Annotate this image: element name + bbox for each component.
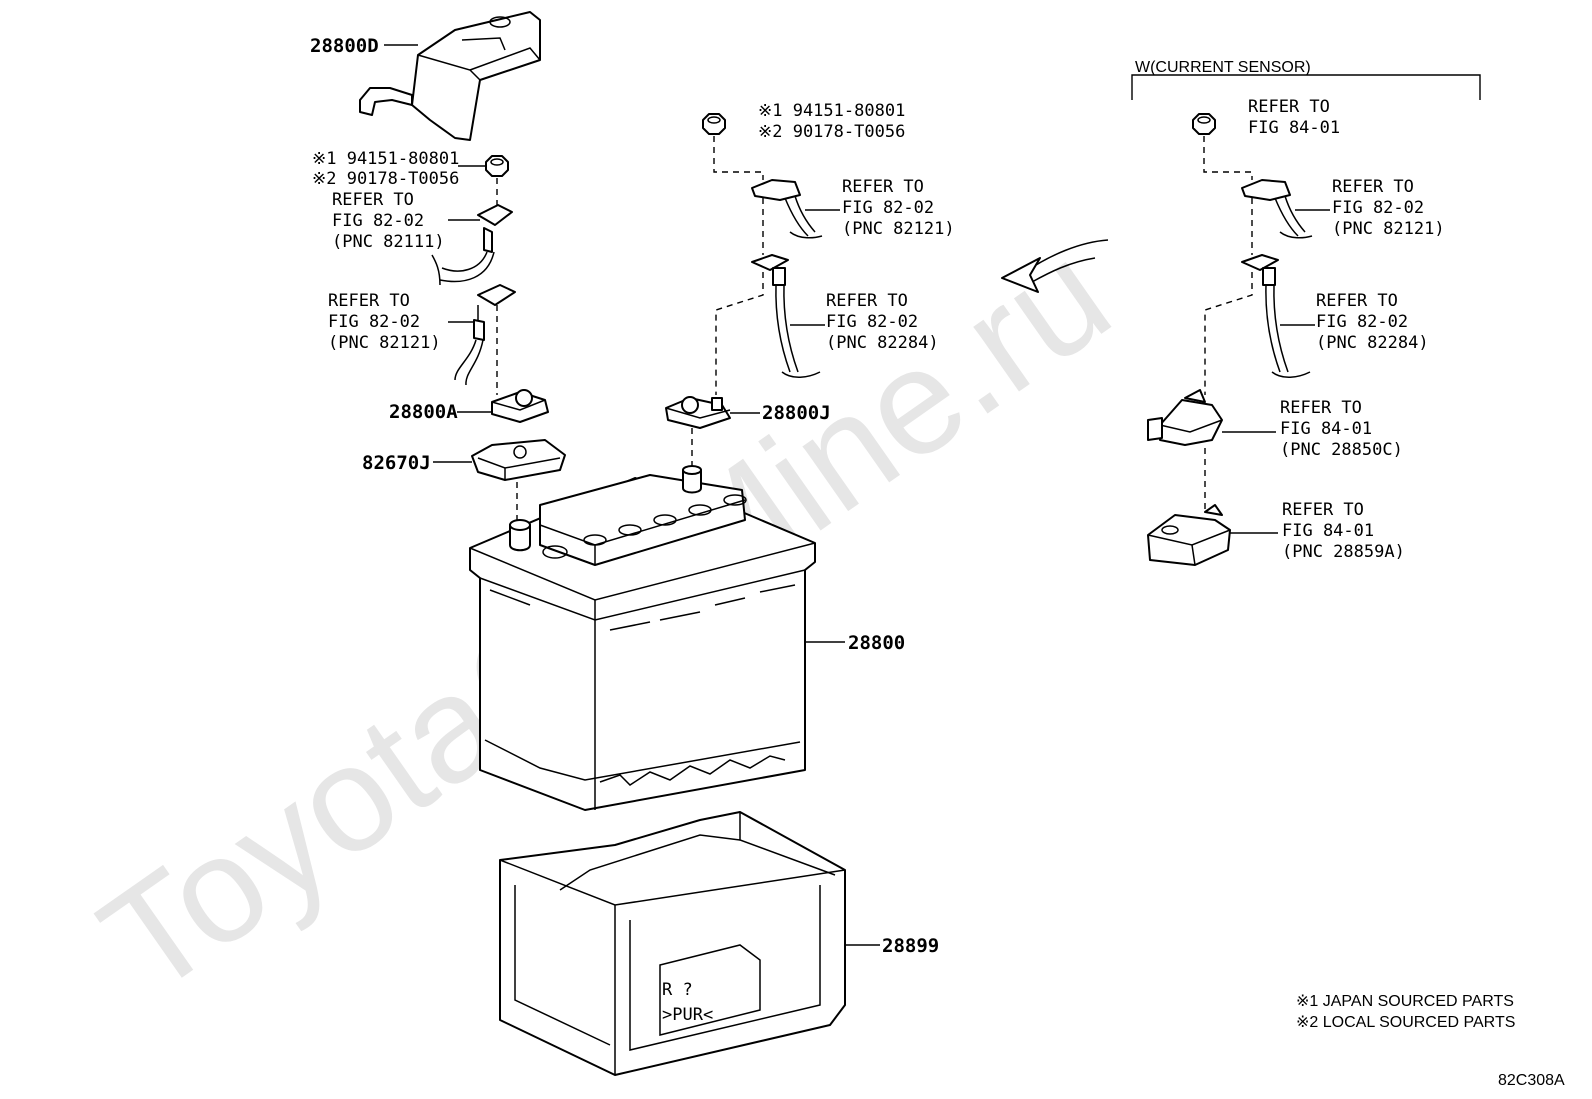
svg-text:(PNC 28859A): (PNC 28859A) bbox=[1282, 542, 1405, 562]
note-local-sourced: ※2 LOCAL SOURCED PARTS bbox=[1296, 1014, 1515, 1031]
left-nut-part-2: ※2 90178-T0056 bbox=[312, 169, 459, 189]
svg-text:FIG 84-01: FIG 84-01 bbox=[1248, 118, 1340, 138]
svg-text:REFER TO: REFER TO bbox=[1316, 291, 1398, 311]
ref-right-nut[interactable]: REFER TO FIG 84-01 bbox=[1248, 97, 1340, 138]
part-number-28800D[interactable]: 28800D bbox=[310, 35, 379, 57]
ref-right-28859A[interactable]: REFER TO FIG 84-01 (PNC 28859A) bbox=[1282, 500, 1405, 562]
svg-text:FIG 82-02: FIG 82-02 bbox=[826, 312, 918, 332]
current-sensor-group-bracket bbox=[1131, 74, 1481, 100]
cable-82121-right bbox=[1241, 179, 1313, 239]
ref-mid-82121[interactable]: REFER TO FIG 82-02 (PNC 82121) bbox=[842, 177, 955, 239]
svg-text:REFER TO: REFER TO bbox=[332, 190, 414, 210]
nut-right[interactable] bbox=[1192, 113, 1216, 135]
svg-text:FIG 82-02: FIG 82-02 bbox=[332, 211, 424, 231]
svg-text:(PNC 28850C): (PNC 28850C) bbox=[1280, 440, 1403, 460]
battery-28800[interactable] bbox=[469, 465, 816, 811]
nut-mid[interactable] bbox=[702, 113, 726, 135]
cable-82121-left bbox=[454, 284, 516, 386]
arrow-icon bbox=[1001, 239, 1109, 293]
ref-mid-82284[interactable]: REFER TO FIG 82-02 (PNC 82284) bbox=[826, 291, 939, 353]
svg-text:REFER TO: REFER TO bbox=[1332, 177, 1414, 197]
ref-left-82121[interactable]: REFER TO FIG 82-02 (PNC 82121) bbox=[328, 291, 441, 353]
svg-text:REFER TO: REFER TO bbox=[842, 177, 924, 197]
holder-82670J[interactable] bbox=[471, 439, 566, 481]
svg-text:(PNC 82111): (PNC 82111) bbox=[332, 232, 445, 252]
tray-marking-line1: R ? bbox=[662, 980, 693, 1000]
ref-right-82121[interactable]: REFER TO FIG 82-02 (PNC 82121) bbox=[1332, 177, 1445, 239]
part-number-28800J[interactable]: 28800J bbox=[762, 402, 831, 424]
mid-nut-part-1: ※1 94151-80801 bbox=[758, 101, 905, 121]
left-nut-part-1: ※1 94151-80801 bbox=[312, 149, 459, 169]
note-japan-sourced: ※1 JAPAN SOURCED PARTS bbox=[1296, 993, 1514, 1010]
group-label: W(CURRENT SENSOR) bbox=[1135, 59, 1311, 76]
svg-text:(PNC 82121): (PNC 82121) bbox=[328, 333, 441, 353]
ref-left-82111[interactable]: REFER TO FIG 82-02 (PNC 82111) bbox=[332, 190, 445, 252]
svg-text:(PNC 82284): (PNC 82284) bbox=[826, 333, 939, 353]
terminal-cover-28800D[interactable] bbox=[359, 11, 541, 141]
sensor-bracket-28859A bbox=[1147, 504, 1231, 566]
svg-text:REFER TO: REFER TO bbox=[328, 291, 410, 311]
svg-text:REFER TO: REFER TO bbox=[1280, 398, 1362, 418]
svg-text:REFER TO: REFER TO bbox=[1282, 500, 1364, 520]
part-number-82670J[interactable]: 82670J bbox=[362, 452, 431, 474]
svg-text:(PNC 82121): (PNC 82121) bbox=[842, 219, 955, 239]
terminal-28800J[interactable] bbox=[665, 396, 731, 429]
part-number-28899[interactable]: 28899 bbox=[882, 935, 939, 957]
svg-text:REFER TO: REFER TO bbox=[1248, 97, 1330, 117]
part-number-28800[interactable]: 28800 bbox=[848, 632, 905, 654]
ref-right-82284[interactable]: REFER TO FIG 82-02 (PNC 82284) bbox=[1316, 291, 1429, 353]
mid-nut-part-2: ※2 90178-T0056 bbox=[758, 122, 905, 142]
cable-82284-mid bbox=[751, 254, 821, 378]
svg-text:FIG 82-02: FIG 82-02 bbox=[842, 198, 934, 218]
svg-text:FIG 82-02: FIG 82-02 bbox=[328, 312, 420, 332]
svg-text:FIG 82-02: FIG 82-02 bbox=[1316, 312, 1408, 332]
cable-82121-mid bbox=[751, 179, 823, 239]
terminal-28800A[interactable] bbox=[491, 389, 549, 423]
svg-text:FIG 84-01: FIG 84-01 bbox=[1282, 521, 1374, 541]
svg-text:REFER TO: REFER TO bbox=[826, 291, 908, 311]
svg-text:(PNC 82121): (PNC 82121) bbox=[1332, 219, 1445, 239]
nut-left[interactable] bbox=[485, 155, 509, 177]
diagram-code: 82C308A bbox=[1498, 1072, 1565, 1089]
svg-text:(PNC 82284): (PNC 82284) bbox=[1316, 333, 1429, 353]
svg-text:FIG 82-02: FIG 82-02 bbox=[1332, 198, 1424, 218]
ref-right-28850C[interactable]: REFER TO FIG 84-01 (PNC 28850C) bbox=[1280, 398, 1403, 460]
battery-tray-28899[interactable] bbox=[499, 811, 846, 1076]
current-sensor-28850C bbox=[1147, 389, 1223, 446]
cable-82284-right bbox=[1241, 254, 1311, 378]
part-number-28800A[interactable]: 28800A bbox=[389, 401, 458, 423]
cable-82111 bbox=[431, 204, 513, 286]
svg-text:FIG 84-01: FIG 84-01 bbox=[1280, 419, 1372, 439]
tray-marking-line2: >PUR< bbox=[662, 1005, 713, 1025]
